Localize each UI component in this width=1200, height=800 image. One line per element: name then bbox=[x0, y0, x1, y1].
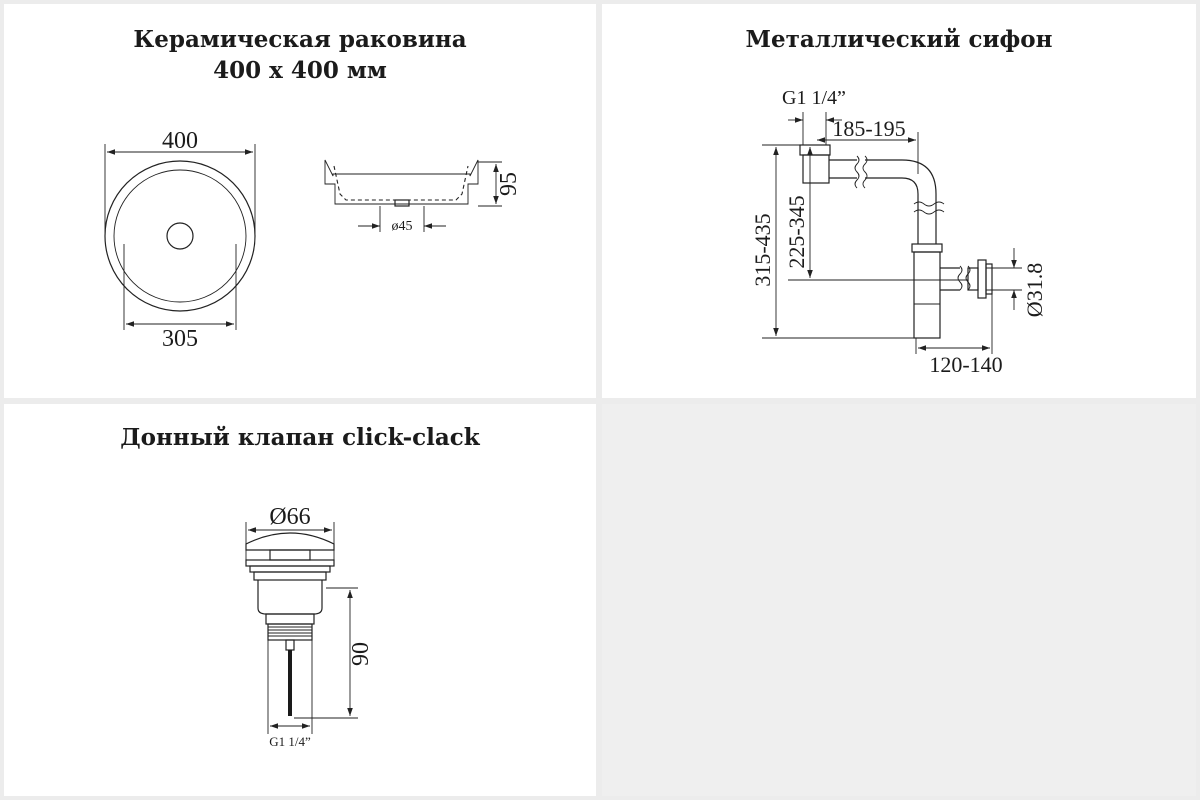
siphon-inlet-height-dim-label: 225-345 bbox=[784, 195, 809, 268]
sink-drawing: 400 305 95 ø45 bbox=[104, 128, 522, 352]
sink-panel: Керамическая раковина 400 x 400 мм 400 3… bbox=[4, 4, 596, 398]
siphon-title: Металлический сифон bbox=[745, 26, 1053, 53]
valve-height-dim-label: 90 bbox=[348, 642, 374, 666]
valve-panel: Донный клапан click-clack bbox=[4, 404, 596, 796]
sink-outer-dim-label: 400 bbox=[162, 128, 198, 154]
valve-cap-dim-label: Ø66 bbox=[269, 504, 310, 530]
siphon-wall-diameter-label: Ø31.8 bbox=[1022, 263, 1047, 317]
valve-thread-dim-label: G1 1/4” bbox=[269, 734, 311, 749]
sink-side-section: 95 ø45 bbox=[324, 159, 522, 234]
siphon-body bbox=[799, 144, 993, 339]
empty-panel bbox=[602, 404, 1196, 796]
valve-dimensions: Ø66 90 G1 1/4” bbox=[245, 504, 374, 749]
sink-inner-dim-label: 305 bbox=[162, 326, 198, 352]
sink-title-line1: Керамическая раковина bbox=[133, 26, 467, 53]
siphon-dimensions: G1 1/4” 185-195 315-435 225-345 Ø31.8 bbox=[750, 87, 1047, 377]
siphon-thread-label: G1 1/4” bbox=[782, 87, 846, 109]
siphon-total-height-dim-label: 315-435 bbox=[750, 213, 775, 286]
sink-title: Керамическая раковина 400 x 400 мм bbox=[4, 24, 596, 86]
siphon-wall-offset-label: 120-140 bbox=[929, 352, 1002, 377]
valve-body bbox=[245, 532, 335, 716]
valve-title: Донный клапан click-clack bbox=[120, 424, 480, 451]
sink-height-dim-label: 95 bbox=[496, 172, 522, 196]
sink-drain-dim-label: ø45 bbox=[392, 219, 413, 234]
sink-top-view: 400 305 bbox=[104, 128, 256, 352]
siphon-horizontal-dim-label: 185-195 bbox=[832, 116, 905, 141]
valve-drawing: Ø66 90 G1 1/4” bbox=[245, 504, 374, 749]
sink-title-line2: 400 x 400 мм bbox=[213, 57, 387, 84]
siphon-drawing: G1 1/4” 185-195 315-435 225-345 Ø31.8 bbox=[750, 87, 1047, 377]
siphon-panel: Металлический сифон bbox=[602, 4, 1196, 398]
